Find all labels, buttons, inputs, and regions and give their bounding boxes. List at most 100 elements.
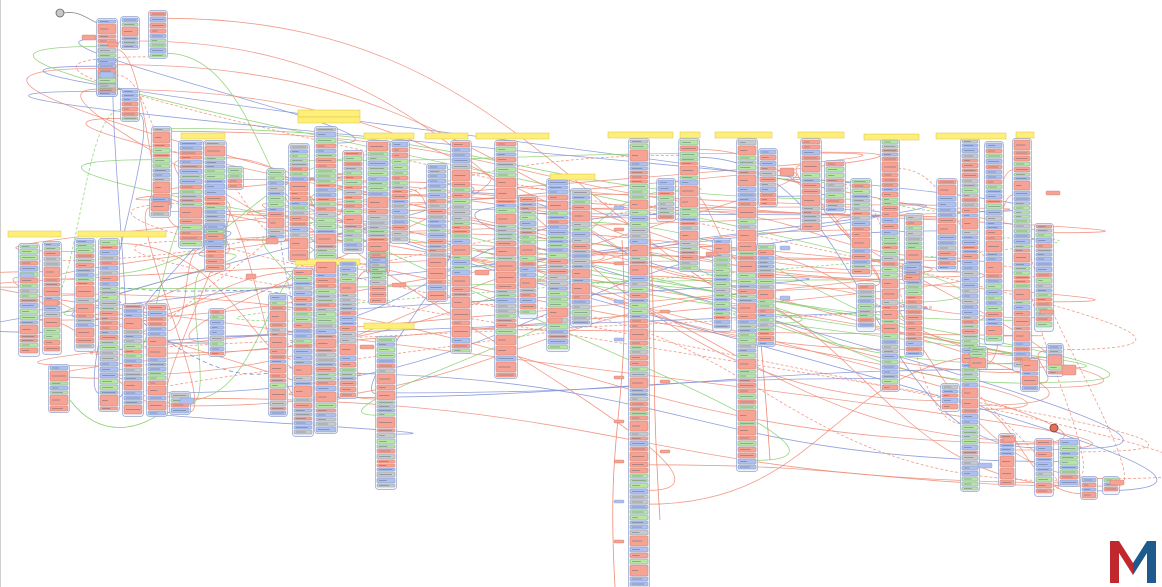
workflow-node[interactable] xyxy=(881,197,899,202)
workflow-node[interactable] xyxy=(737,288,757,295)
workflow-node[interactable] xyxy=(613,337,625,342)
workflow-node[interactable] xyxy=(99,361,119,367)
workflow-node[interactable] xyxy=(451,320,471,326)
workflow-node[interactable] xyxy=(391,282,407,288)
workflow-node[interactable] xyxy=(179,159,203,165)
workflow-node[interactable] xyxy=(905,214,923,221)
workflow-node[interactable] xyxy=(451,147,471,153)
workflow-node[interactable] xyxy=(613,261,625,266)
workflow-node[interactable] xyxy=(99,394,119,407)
workflow-node[interactable] xyxy=(629,281,649,287)
workflow-node[interactable] xyxy=(1013,180,1031,191)
workflow-node[interactable] xyxy=(376,412,396,417)
end-circle-icon[interactable] xyxy=(1049,423,1059,433)
workflow-node[interactable] xyxy=(427,248,447,253)
workflow-node[interactable] xyxy=(149,28,167,34)
workflow-node[interactable] xyxy=(343,233,363,238)
workflow-node[interactable] xyxy=(293,322,313,329)
workflow-node[interactable] xyxy=(659,309,671,314)
workflow-node[interactable] xyxy=(547,189,569,195)
workflow-node[interactable] xyxy=(99,330,119,335)
workflow-node[interactable] xyxy=(121,106,139,112)
workflow-node[interactable] xyxy=(367,156,389,161)
workflow-node[interactable] xyxy=(759,182,777,187)
workflow-node[interactable] xyxy=(629,396,649,402)
workflow-node[interactable] xyxy=(629,238,649,245)
workflow-node[interactable] xyxy=(779,245,791,251)
group-header-bar[interactable] xyxy=(475,132,550,140)
workflow-node[interactable] xyxy=(547,317,563,324)
workflow-node[interactable] xyxy=(851,231,871,238)
workflow-node[interactable] xyxy=(209,329,225,336)
workflow-node[interactable] xyxy=(779,167,795,177)
workflow-node[interactable] xyxy=(851,215,871,221)
workflow-node[interactable] xyxy=(495,334,517,346)
workflow-node[interactable] xyxy=(737,409,757,422)
workflow-node[interactable] xyxy=(825,172,845,179)
workflow-node[interactable] xyxy=(293,364,313,376)
workflow-node[interactable] xyxy=(204,183,226,190)
workflow-node[interactable] xyxy=(267,175,285,181)
workflow-node[interactable] xyxy=(629,564,649,577)
workflow-node[interactable] xyxy=(315,148,337,154)
workflow-node[interactable] xyxy=(881,384,899,391)
workflow-node[interactable] xyxy=(1035,243,1053,249)
workflow-node[interactable] xyxy=(571,304,591,310)
workflow-node[interactable] xyxy=(629,431,649,437)
workflow-node[interactable] xyxy=(629,302,649,309)
workflow-node[interactable] xyxy=(519,214,537,221)
workflow-node[interactable] xyxy=(99,71,115,79)
workflow-node[interactable] xyxy=(123,313,143,318)
workflow-node[interactable] xyxy=(629,323,649,329)
group-header-bar[interactable] xyxy=(180,132,226,140)
workflow-node[interactable] xyxy=(713,319,731,325)
workflow-node[interactable] xyxy=(315,131,337,138)
workflow-node[interactable] xyxy=(905,225,923,231)
workflow-node[interactable] xyxy=(985,179,1003,185)
workflow-node[interactable] xyxy=(49,385,69,391)
workflow-node[interactable] xyxy=(629,244,649,257)
workflow-node[interactable] xyxy=(571,227,591,232)
workflow-node[interactable] xyxy=(245,273,257,280)
workflow-node[interactable] xyxy=(519,255,537,262)
workflow-node[interactable] xyxy=(179,230,203,236)
workflow-node[interactable] xyxy=(107,41,119,48)
workflow-node[interactable] xyxy=(659,449,671,454)
workflow-node[interactable] xyxy=(269,300,287,306)
workflow-node[interactable] xyxy=(367,176,389,182)
workflow-node[interactable] xyxy=(123,363,143,368)
workflow-node[interactable] xyxy=(495,146,517,153)
workflow-node[interactable] xyxy=(1002,436,1016,443)
workflow-node[interactable] xyxy=(961,158,979,163)
workflow-node[interactable] xyxy=(941,403,959,410)
workflow-node[interactable] xyxy=(315,273,337,278)
group-header-bar[interactable] xyxy=(549,173,596,181)
workflow-node[interactable] xyxy=(985,261,1003,274)
workflow-node[interactable] xyxy=(19,308,39,315)
workflow-node[interactable] xyxy=(613,419,625,424)
workflow-node[interactable] xyxy=(629,199,649,210)
workflow-node[interactable] xyxy=(451,255,471,260)
workflow-node[interactable] xyxy=(547,307,569,318)
group-header-bar[interactable] xyxy=(863,133,920,141)
workflow-node[interactable] xyxy=(759,197,777,202)
workflow-node[interactable] xyxy=(571,294,591,300)
group-header-bar[interactable] xyxy=(297,109,361,118)
workflow-node[interactable] xyxy=(343,170,363,176)
workflow-node[interactable] xyxy=(547,194,569,201)
workflow-node[interactable] xyxy=(427,198,447,204)
group-header-bar[interactable] xyxy=(363,322,415,330)
workflow-node[interactable] xyxy=(179,224,203,231)
workflow-node[interactable] xyxy=(851,206,871,212)
workflow-node[interactable] xyxy=(757,299,775,304)
workflow-node[interactable] xyxy=(147,375,167,381)
group-header-bar[interactable] xyxy=(714,131,773,139)
workflow-node[interactable] xyxy=(315,412,337,418)
workflow-node[interactable] xyxy=(881,369,899,375)
workflow-node[interactable] xyxy=(613,299,625,304)
workflow-node[interactable] xyxy=(179,206,203,219)
group-header-bar[interactable] xyxy=(363,132,415,140)
workflow-node[interactable] xyxy=(152,181,171,194)
workflow-node[interactable] xyxy=(376,432,396,439)
workflow-node[interactable] xyxy=(961,193,979,198)
